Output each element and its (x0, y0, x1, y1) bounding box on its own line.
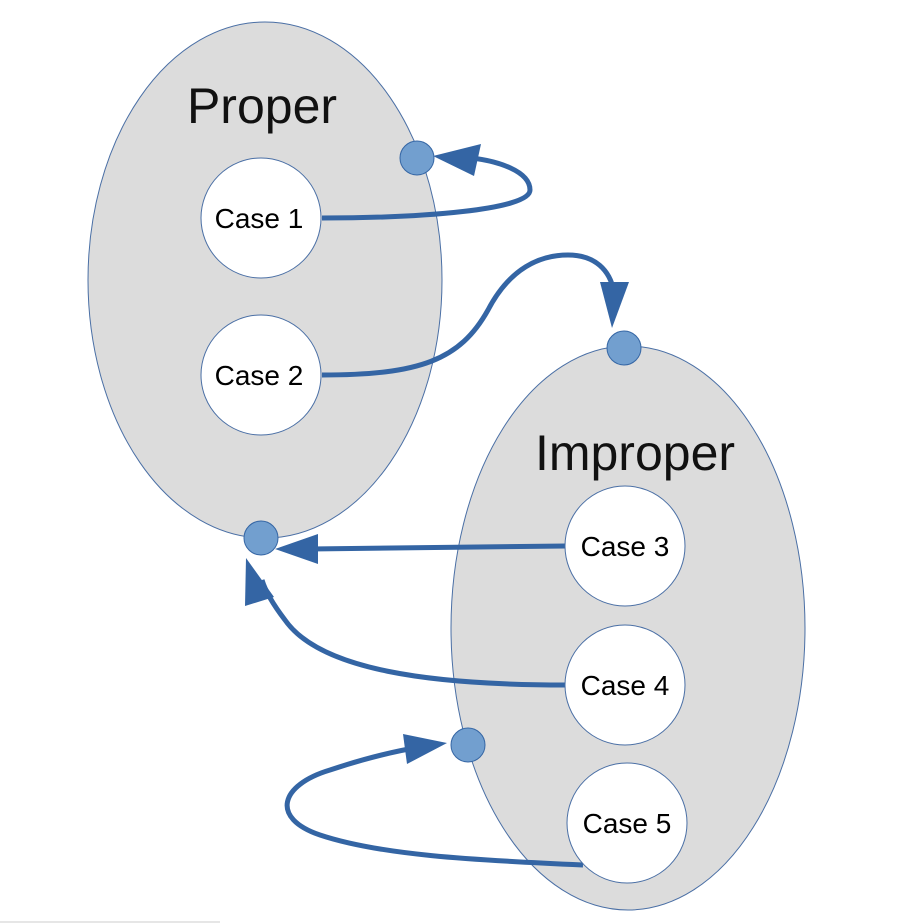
case-3-circle (564, 485, 686, 607)
edge-case1-loop (321, 154, 533, 221)
case-node-3: Case 3 (564, 485, 686, 607)
case-5-label: Case 5 (583, 808, 672, 839)
case-node-4: Case 4 (564, 624, 686, 746)
edge-case5-arrowhead (403, 734, 447, 764)
group-proper: Proper (87, 21, 443, 539)
edge-case3-to-proper (309, 543, 567, 552)
case-node-1: Case 1 (200, 157, 322, 279)
edge-case2-arrowhead (600, 282, 629, 328)
case-2-circle (200, 314, 322, 436)
case-1-label: Case 1 (215, 203, 304, 234)
edge-case4-arrowhead (245, 558, 274, 606)
port-improper-left (450, 727, 486, 763)
case-node-5: Case 5 (566, 762, 688, 884)
port-proper-top (399, 140, 435, 176)
edge-case3-arrowhead (275, 534, 318, 564)
edge-case5-loop (284, 744, 584, 868)
port-proper-bottom (243, 520, 279, 556)
case-3-label: Case 3 (581, 531, 670, 562)
edge-case2-to-improper (321, 252, 617, 378)
port-improper-top (606, 330, 642, 366)
case-1-circle (200, 157, 322, 279)
case-node-2: Case 2 (200, 314, 322, 436)
case-4-label: Case 4 (581, 670, 670, 701)
case-5-circle (566, 762, 688, 884)
edge-case1-arrowhead (433, 144, 481, 176)
case-2-label: Case 2 (215, 360, 304, 391)
group-proper-title: Proper (187, 78, 337, 134)
case-4-circle (564, 624, 686, 746)
group-improper-title: Improper (535, 425, 735, 481)
